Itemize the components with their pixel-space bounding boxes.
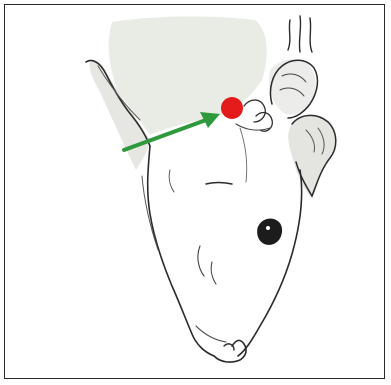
brow-line	[206, 183, 232, 185]
head-left-outline	[148, 146, 214, 356]
face-line-3	[211, 262, 216, 284]
nostril	[224, 344, 234, 350]
marker-dot	[221, 97, 243, 119]
eye-highlight	[266, 226, 270, 230]
eye-icon	[258, 219, 282, 244]
cheek-line	[240, 128, 247, 182]
head-right-outline	[238, 170, 302, 356]
mouth-line	[196, 326, 226, 342]
ear-tuft-shade	[288, 116, 336, 198]
face-line-2	[198, 246, 204, 276]
forehead-curl-line	[236, 124, 270, 130]
face-line-1	[169, 170, 174, 192]
poll-curls	[244, 100, 272, 131]
horn-stem	[288, 16, 312, 52]
